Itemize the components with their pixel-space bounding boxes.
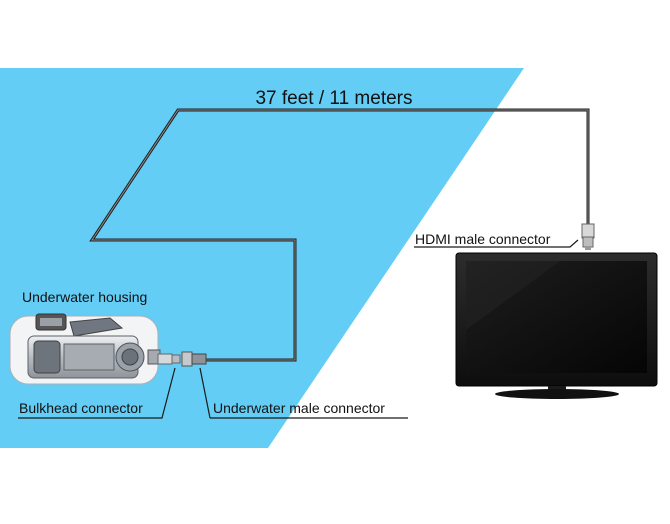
bulkhead-callout-line <box>18 367 176 419</box>
underwater-male-connector <box>181 351 207 367</box>
underwater-male-leader <box>199 367 211 419</box>
television <box>455 252 658 399</box>
water-area <box>0 68 524 448</box>
bulkhead-label: Bulkhead connector <box>19 400 143 416</box>
hdmi-connector-label: HDMI male connector <box>415 231 551 247</box>
callout-lines <box>18 239 579 419</box>
hdmi-callout-line <box>414 239 579 248</box>
hdmi-cable <box>89 108 590 362</box>
bulkhead-connector <box>157 353 181 365</box>
housing-label: Underwater housing <box>22 289 147 305</box>
cable-length-label: 37 feet / 11 meters <box>255 88 412 109</box>
underwater-male-label: Underwater male connector <box>213 400 385 416</box>
underwater-housing <box>9 313 161 385</box>
hdmi-connector-plug <box>581 223 595 250</box>
